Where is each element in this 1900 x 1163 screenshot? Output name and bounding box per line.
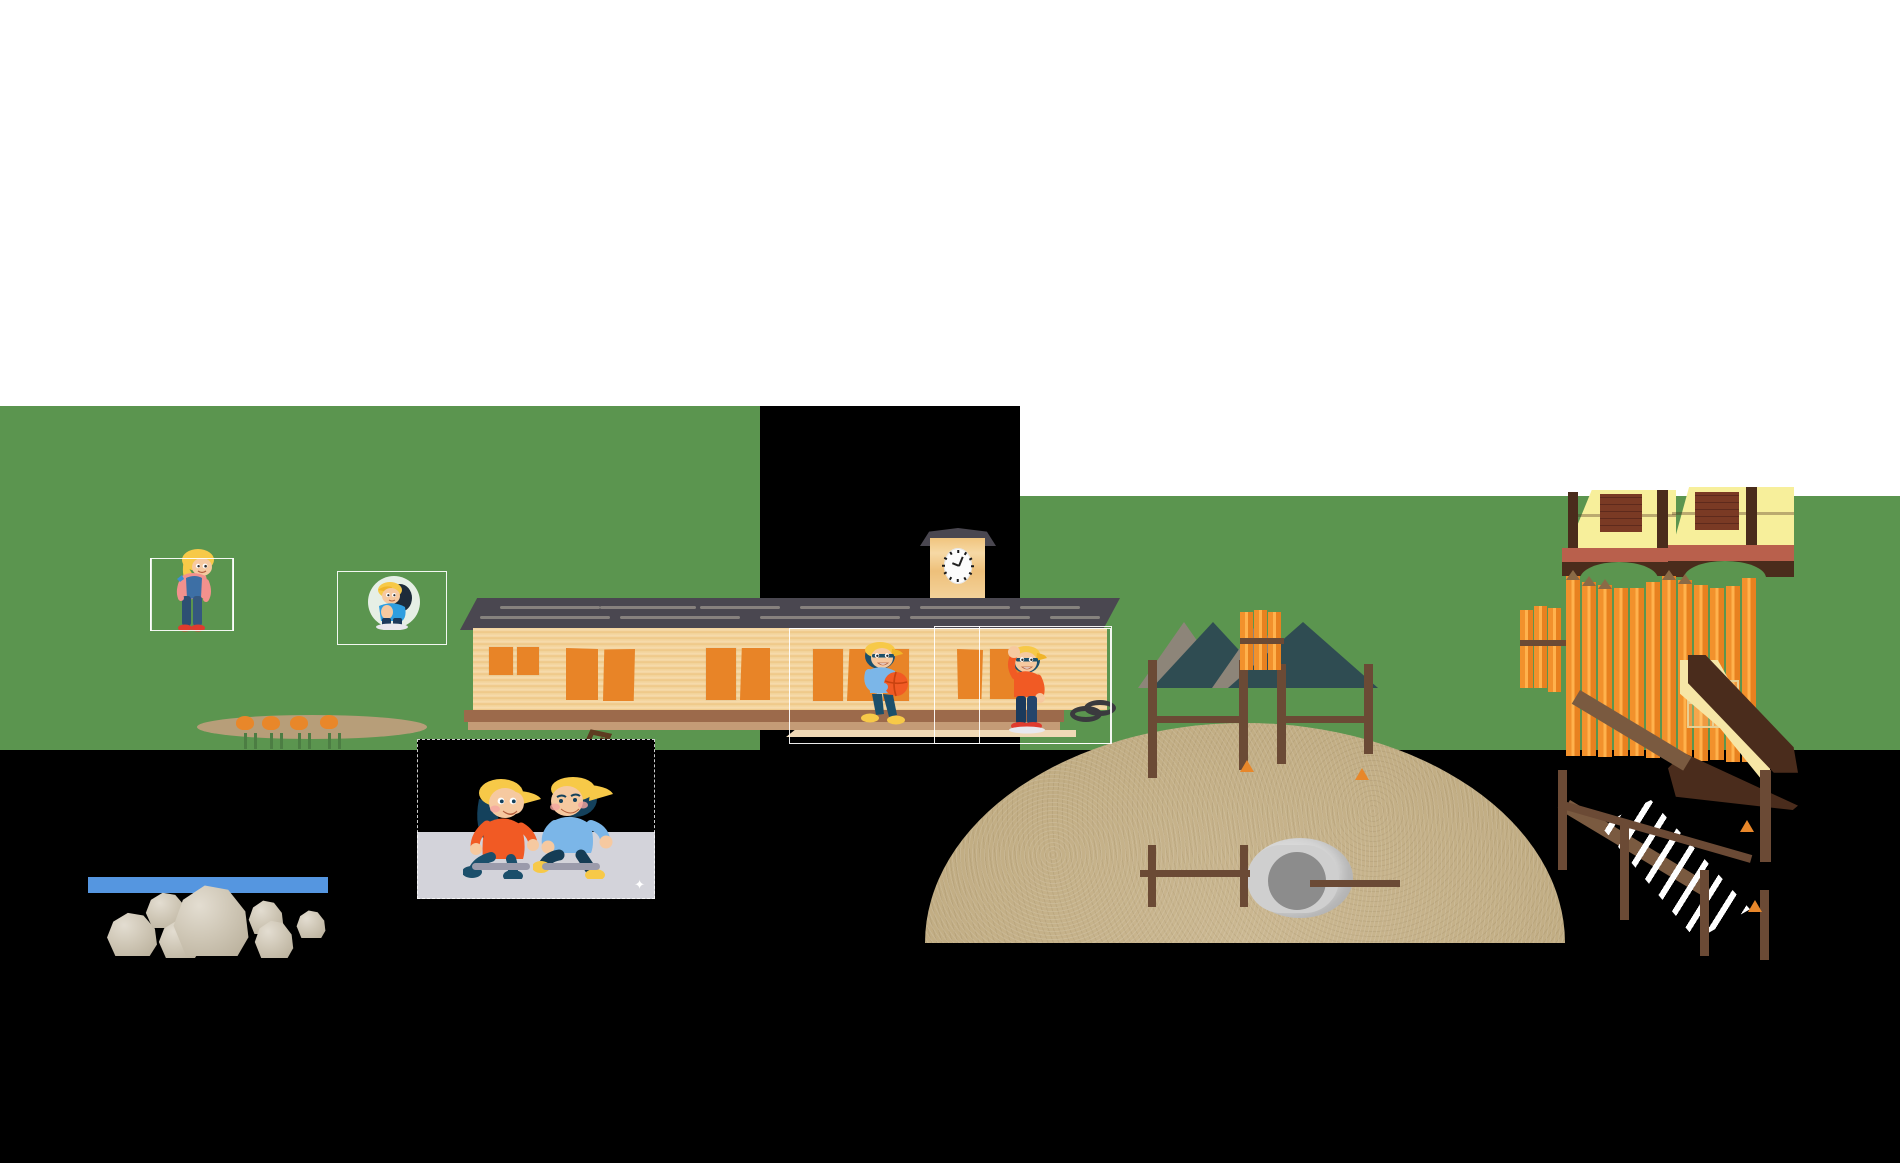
crawl-tunnel-opening <box>1268 852 1326 910</box>
stair-post <box>1620 820 1629 920</box>
clock-face-icon <box>942 548 974 584</box>
rock <box>158 920 202 958</box>
stream <box>88 877 328 893</box>
running-boy-shadow <box>542 863 600 870</box>
running-girl-shadow <box>472 863 530 870</box>
sand-texture <box>925 723 1565 943</box>
rock <box>173 885 249 956</box>
rock <box>296 910 326 938</box>
slide-support-post <box>1760 770 1771 862</box>
clock-tick <box>957 550 959 553</box>
stair-handrail <box>1557 800 1753 863</box>
rock <box>107 912 157 956</box>
rock <box>254 920 294 958</box>
rock <box>248 900 284 934</box>
character-running-girl[interactable] <box>462 769 543 882</box>
stair-post <box>1700 870 1709 956</box>
clock-tower-body <box>930 538 985 598</box>
character-running-boy[interactable] <box>532 767 615 881</box>
stair-stringer-lower <box>1562 800 1708 895</box>
stair-post <box>1558 770 1567 870</box>
character-gardener-girl[interactable] <box>164 548 224 632</box>
roof-shingle-texture <box>760 616 900 619</box>
clock-tick <box>957 579 959 582</box>
stair-treads <box>1600 800 1750 940</box>
clock-tick <box>963 576 967 581</box>
clock-tower-roof <box>920 528 996 546</box>
rock <box>145 892 187 928</box>
running-children-card[interactable]: ✦ <box>417 739 655 899</box>
running-boy-svg <box>532 777 613 881</box>
stair-post <box>1760 890 1769 960</box>
character-waving-boy[interactable] <box>996 638 1054 734</box>
rock <box>200 893 234 923</box>
running-girl-svg <box>462 779 541 882</box>
clock-tick <box>943 571 948 575</box>
clock-tick <box>943 557 948 561</box>
sky-band-top <box>0 0 1900 406</box>
crouching-child-svg <box>368 576 420 631</box>
school-window <box>813 649 843 701</box>
sky-band-right <box>1020 406 1900 496</box>
ground-black-gap <box>760 406 1020 496</box>
safety-cone <box>1748 900 1762 912</box>
basketball-boy-svg <box>861 642 908 725</box>
clock-tick <box>968 557 973 561</box>
clock-tick <box>971 565 974 567</box>
character-basketball-boy[interactable] <box>852 640 914 732</box>
selection-box-running-card[interactable] <box>417 739 655 899</box>
sparkle-icon: ✦ <box>634 877 645 892</box>
waving-boy-svg <box>1008 646 1047 734</box>
clock-tick <box>942 565 945 567</box>
garden-soil-patch <box>197 715 427 739</box>
clock-tick <box>949 576 953 581</box>
safety-cone <box>1740 820 1754 832</box>
clock-tick <box>963 551 967 556</box>
character-crouching-child[interactable] <box>366 572 422 631</box>
grass-field-right <box>1020 496 1900 750</box>
gardener-girl-svg <box>176 549 214 632</box>
roof-shingle-texture <box>920 606 1010 609</box>
clock-tick <box>968 571 973 575</box>
selection-box-waving-boy[interactable] <box>934 626 980 744</box>
clock-tick <box>949 551 953 556</box>
roof-shingle-texture <box>910 616 1030 619</box>
card-top-area <box>417 739 655 832</box>
roof-shingle-texture <box>800 606 910 609</box>
school-window <box>957 649 983 699</box>
